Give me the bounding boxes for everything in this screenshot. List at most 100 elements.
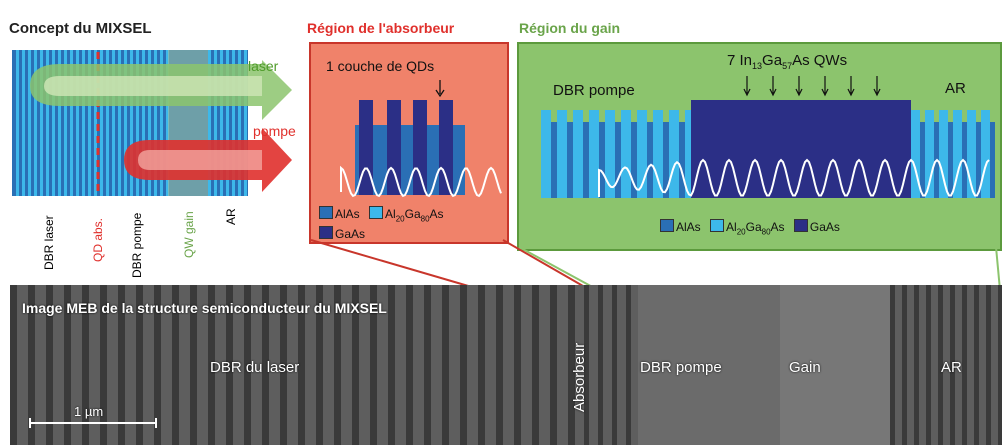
- concept-layer-stripe: [148, 50, 151, 196]
- alas-layer: [663, 122, 669, 198]
- sem-dbr-stripe: [100, 285, 107, 445]
- concept-layer-stripe: [112, 50, 115, 196]
- gaas-swatch: [793, 219, 808, 232]
- sem-ar-stripe: [914, 285, 919, 445]
- sem-absorber-label: Absorbeur: [571, 342, 588, 412]
- sem-dbr-stripe: [514, 285, 521, 445]
- concept-layer-stripe: [22, 50, 25, 196]
- alas-layer: [551, 122, 557, 198]
- algaas-layer: [953, 110, 962, 198]
- sem-ar-stripe: [950, 285, 955, 445]
- sem-ar-stripe: [902, 285, 907, 445]
- alas-layer: [679, 122, 685, 198]
- scale-bar: [29, 418, 157, 428]
- sem-ar-stripe: [938, 285, 943, 445]
- sem-ar-stripe: [890, 285, 895, 445]
- alas-layer: [373, 125, 385, 195]
- alas-swatch: [660, 219, 674, 232]
- concept-layer-stripe: [64, 50, 67, 196]
- algaas-layer: [925, 110, 934, 198]
- gaas-swatch: [319, 226, 333, 240]
- sem-dbr-stripe: [406, 285, 413, 445]
- concept-layer-stripe: [76, 50, 79, 196]
- sem-ar-stripe: [974, 285, 979, 445]
- alas-layer: [583, 122, 589, 198]
- gain-band-diagram: [541, 76, 995, 198]
- concept-layer-stripe: [238, 50, 241, 196]
- algaas-layer: [621, 110, 631, 198]
- absorber-band-diagram: [340, 100, 502, 198]
- concept-layer-stripe: [70, 50, 73, 196]
- concept-layer-stripe: [52, 50, 55, 196]
- algaas-swatch: [710, 219, 725, 232]
- sem-dbr-laser-label: DBR du laser: [210, 359, 300, 376]
- sem-dbr-stripe: [280, 285, 287, 445]
- concept-layer-stripe: [88, 50, 91, 196]
- concept-layer-stripe: [34, 50, 37, 196]
- alas-layer: [990, 122, 995, 198]
- gain-ar-label: AR: [945, 80, 966, 97]
- concept-layer-stripe: [208, 50, 211, 196]
- concept-layer-stripe: [166, 50, 169, 196]
- gaas-layer: [387, 100, 401, 195]
- concept-layer-stripe: [100, 50, 103, 196]
- concept-layer-stripe: [16, 50, 19, 196]
- concept-layer-stripe: [28, 50, 31, 196]
- sem-absorber-stripe: [570, 285, 575, 445]
- sem-dbr-stripe: [496, 285, 503, 445]
- gaas-gain-layer: [691, 100, 911, 198]
- alas-layer: [962, 122, 967, 198]
- sem-dbr-stripe: [352, 285, 359, 445]
- gaas-layer: [413, 100, 427, 195]
- sem-dbr-stripe: [424, 285, 431, 445]
- concept-layer-stripe: [214, 50, 217, 196]
- sem-dbr-stripe: [226, 285, 233, 445]
- alas-layer: [631, 122, 637, 198]
- algaas-layer: [637, 110, 647, 198]
- sem-absorber-stripe: [626, 285, 631, 445]
- concept-title: Concept du MIXSEL: [9, 20, 152, 37]
- concept-layer-stripe: [124, 50, 127, 196]
- alas-layer: [567, 122, 573, 198]
- algaas-layer: [981, 110, 990, 198]
- sem-dbr-stripe: [388, 285, 395, 445]
- sem-ar-stripe: [998, 285, 1002, 445]
- gain-legend: AlAs Al20Ga80As GaAs: [660, 219, 840, 236]
- sem-ar-stripe: [926, 285, 931, 445]
- qw-arrow: [821, 76, 829, 97]
- algaas-layer: [589, 110, 599, 198]
- sem-dbr-stripe: [316, 285, 323, 445]
- sem-dbr-stripe: [532, 285, 539, 445]
- sem-absorber-stripe: [584, 285, 589, 445]
- sem-dbr-stripe: [46, 285, 53, 445]
- sem-absorber-stripe: [598, 285, 603, 445]
- sem-dbr-stripe: [262, 285, 269, 445]
- qw-arrow: [847, 76, 855, 97]
- qw-label: 7 In13Ga57As QWs: [727, 52, 848, 71]
- alas-layer: [615, 122, 621, 198]
- sem-dbr-stripe: [298, 285, 305, 445]
- sem-ar-stripe: [986, 285, 991, 445]
- algaas-layer: [541, 110, 551, 198]
- qw-arrow: [795, 76, 803, 97]
- sem-dbr-stripe: [244, 285, 251, 445]
- sem-dbr-stripe: [208, 285, 215, 445]
- concept-layer-stripe: [130, 50, 133, 196]
- qd-layer: [439, 100, 445, 195]
- alas-layer: [599, 122, 605, 198]
- alas-layer: [976, 122, 981, 198]
- qw-arrow: [743, 76, 751, 97]
- concept-layer-stripe: [58, 50, 61, 196]
- algaas-layer: [967, 110, 976, 198]
- alas-layer: [647, 122, 653, 198]
- concept-layer-stripe: [226, 50, 229, 196]
- sem-ar-label: AR: [941, 359, 962, 376]
- alas-swatch: [319, 206, 333, 219]
- sem-dbr-stripe: [10, 285, 17, 445]
- concept-layer-stripe: [106, 50, 109, 196]
- algaas-layer: [573, 110, 583, 198]
- concept-layer-stripe: [82, 50, 85, 196]
- sem-dbr-stripe: [370, 285, 377, 445]
- sem-dbr-stripe: [334, 285, 341, 445]
